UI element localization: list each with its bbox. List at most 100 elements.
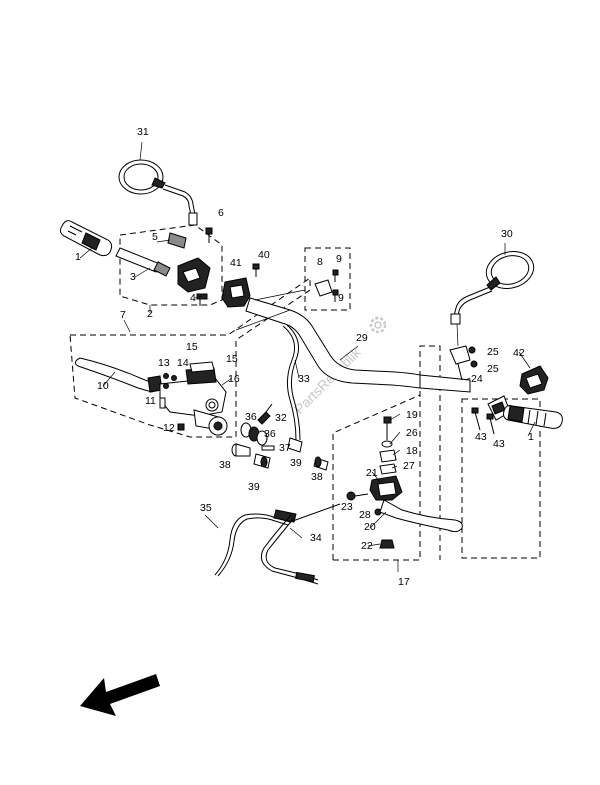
right-mirror — [450, 251, 535, 325]
screw-4 — [196, 293, 208, 306]
callout-5: 5 — [152, 231, 158, 243]
screw-23 — [346, 491, 369, 501]
screw-9-lower — [332, 289, 339, 302]
callout-12: 12 — [163, 422, 175, 434]
left-mirror — [118, 159, 198, 226]
brake-hose-33 — [282, 325, 297, 441]
callout-26: 26 — [406, 427, 418, 439]
leader-lines — [79, 141, 536, 572]
group-8-9-box — [304, 247, 351, 311]
cable-link — [289, 503, 341, 523]
group-17-box — [333, 345, 441, 561]
clamp-mount — [457, 363, 463, 381]
callout-19: 19 — [406, 409, 418, 421]
callout-22: 22 — [361, 540, 373, 552]
callout-21: 21 — [366, 467, 378, 479]
callout-4: 4 — [190, 292, 196, 304]
handlebar — [245, 297, 471, 393]
callout-20: 20 — [364, 521, 376, 533]
callout-36: 36 — [245, 411, 257, 423]
nut-22 — [379, 539, 395, 549]
throttle-sleeve — [115, 247, 171, 277]
callout-36: 36 — [264, 428, 276, 440]
group-7-box — [69, 277, 311, 438]
leader-7 — [235, 309, 291, 331]
callout-15: 15 — [226, 353, 238, 365]
callout-24: 24 — [471, 373, 483, 385]
callout-1: 1 — [528, 431, 534, 443]
callout-6: 6 — [218, 207, 224, 219]
callout-37: 37 — [279, 442, 291, 454]
callout-25: 25 — [487, 363, 499, 375]
screws-43 — [471, 407, 495, 435]
right-grip — [503, 405, 563, 429]
group-2-box — [119, 224, 223, 306]
banjo-bolt-39-left — [253, 453, 271, 469]
banjo-bolt-38-left — [231, 443, 251, 457]
screw-40 — [252, 263, 260, 277]
screw-9-upper — [332, 269, 339, 282]
cable-34 — [260, 509, 319, 585]
callout-35: 35 — [200, 502, 212, 514]
callout-25: 25 — [487, 346, 499, 358]
group-17-box-left — [332, 394, 421, 560]
master-cylinder-16 — [159, 361, 228, 436]
clutch-lever-20 — [379, 499, 463, 533]
bolt-11 — [159, 397, 166, 409]
callout-29: 29 — [356, 332, 368, 344]
watermark-gear-icon — [369, 316, 387, 334]
bolt-12 — [177, 423, 185, 431]
banjo-bolt-38-right — [313, 456, 329, 471]
throttle-housing-face — [229, 284, 245, 299]
callout-10: 10 — [97, 380, 109, 392]
callout-15: 15 — [186, 341, 198, 353]
screws-13 — [163, 373, 177, 389]
callout-7: 7 — [120, 309, 126, 321]
cable-35 — [214, 513, 291, 576]
clutch-perch — [369, 416, 403, 501]
callout-23: 23 — [341, 501, 353, 513]
banjo-bolt-39-right — [287, 437, 303, 453]
left-grip — [59, 220, 113, 257]
switch-face — [182, 267, 201, 283]
callout-41: 41 — [230, 257, 242, 269]
screw-6 — [205, 227, 213, 243]
callout-32: 32 — [275, 412, 287, 424]
hose-fitting-32 — [257, 411, 271, 425]
callout-9: 9 — [336, 253, 342, 265]
callout-43: 43 — [475, 431, 487, 443]
group-42-box — [461, 398, 541, 559]
right-switch-42 — [487, 365, 549, 421]
callout-27: 27 — [403, 460, 415, 472]
callout-43: 43 — [493, 438, 505, 450]
callout-3: 3 — [130, 271, 136, 283]
callout-38: 38 — [311, 471, 323, 483]
callout-9: 9 — [338, 292, 344, 304]
callout-11: 11 — [145, 395, 156, 407]
washers-36 — [240, 422, 268, 446]
cable-clamp-5 — [167, 232, 187, 249]
callout-30: 30 — [501, 228, 513, 240]
direction-arrow-icon — [80, 674, 160, 716]
callout-1: 1 — [75, 251, 81, 263]
callout-8: 8 — [317, 256, 323, 268]
leader-8 — [254, 289, 306, 301]
callout-28: 28 — [359, 509, 371, 521]
bolt-37 — [261, 445, 275, 451]
callout-34: 34 — [310, 532, 322, 544]
callout-42: 42 — [513, 347, 525, 359]
callout-40: 40 — [258, 249, 270, 261]
callout-17: 17 — [398, 576, 410, 588]
callout-13: 13 — [158, 357, 170, 369]
callout-31: 31 — [137, 126, 149, 138]
clamp-24-25 — [449, 323, 478, 368]
callout-39: 39 — [290, 457, 302, 469]
brake-lever-10 — [74, 357, 156, 393]
callout-18: 18 — [406, 445, 418, 457]
callout-38: 38 — [219, 459, 231, 471]
callout-16: 16 — [228, 373, 240, 385]
callout-2: 2 — [147, 308, 153, 320]
callout-39: 39 — [248, 481, 260, 493]
